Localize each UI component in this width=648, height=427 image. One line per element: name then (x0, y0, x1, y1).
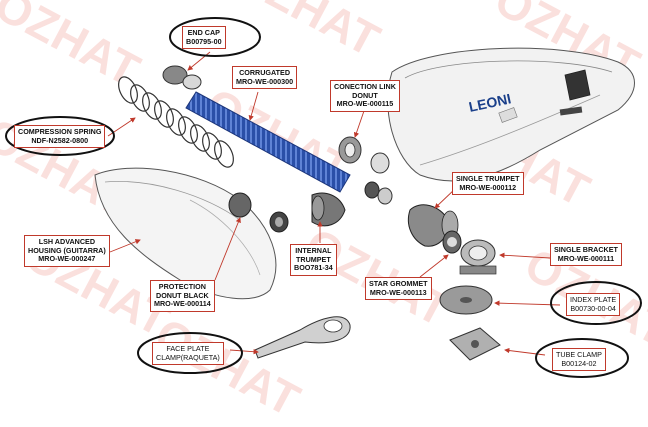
protection-donut-part (228, 192, 289, 233)
connection-link-donut-part (338, 136, 393, 205)
face-plate-clamp-part (254, 316, 351, 359)
leader-lines (107, 51, 561, 356)
upper-housing-part (387, 47, 635, 182)
star-grommet-part (442, 230, 462, 254)
tube-clamp-part (449, 327, 501, 361)
clip-part (559, 69, 591, 116)
corrugated-tube-part (185, 91, 351, 193)
single-bracket-part (459, 239, 497, 275)
internal-trumpet-part (311, 192, 346, 227)
parts-drawing: LEONI (5, 17, 642, 378)
end-cap-part (162, 65, 202, 90)
compression-spring-part (118, 76, 234, 168)
highlight-ellipses (5, 17, 642, 378)
index-plate-part (439, 285, 493, 315)
